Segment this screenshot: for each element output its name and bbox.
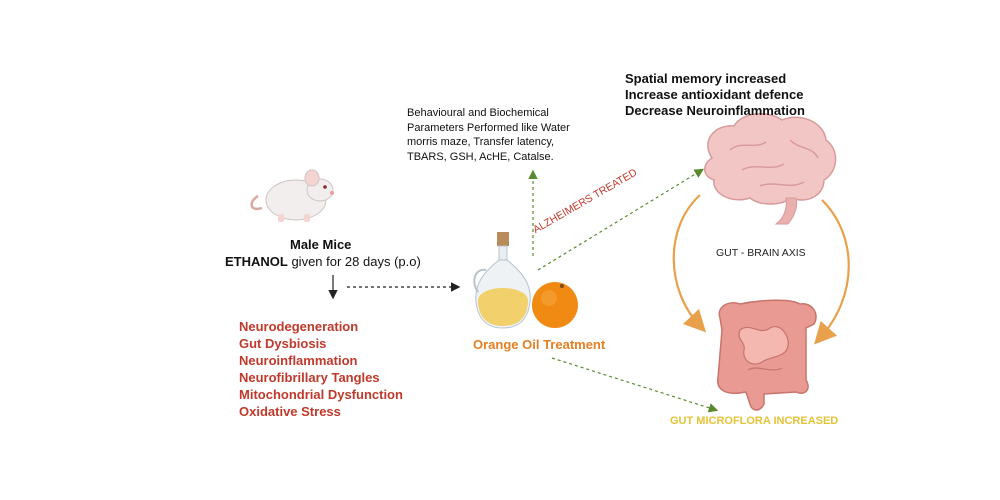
cycle-arrow-right [814,199,850,345]
outcome-item: Spatial memory increased [625,71,787,86]
parameters-line: TBARS, GSH, AcHE, Catalse. [407,150,554,163]
parameters-line: Behavioural and Biochemical [407,107,549,119]
parameters-line: Parameters Performed like Water [407,121,570,134]
gut-brain-axis-label: GUT - BRAIN AXIS [716,247,806,259]
parameters-line: morris maze, Transfer latency, [407,136,555,148]
outcome-item: Increase antioxidant defence [625,87,804,102]
parameters-text: Behavioural and Biochemical Parameters P… [407,106,607,164]
effect-item: Neurofibrillary Tangles [239,370,380,385]
outcomes-list: Spatial memory increased Increase antiox… [625,71,805,119]
effect-item: Oxidative Stress [239,404,341,419]
gut-icon [717,299,817,411]
ethanol-dosing-text: ETHANOL given for 28 days (p.o) [225,254,421,269]
cycle-arrow-left [672,194,707,333]
effect-item: Gut Dysbiosis [239,336,327,351]
oil-bottle-icon [473,232,531,329]
ethanol-effects-list: Neurodegeneration Gut Dysbiosis Neuroinf… [239,318,403,420]
effect-item: Mitochondrial Dysfunction [239,387,403,402]
ethanol-rest: given for 28 days (p.o) [287,254,421,269]
outcome-item: Decrease Neuroinflammation [625,103,805,118]
treatment-label: Orange Oil Treatment [473,337,606,352]
mouse-icon [250,169,334,222]
microflora-label: GUT MICROFLORA INCREASED [670,415,839,427]
effect-item: Neuroinflammation [239,353,358,368]
arrow-to-brain [537,168,705,271]
brain-icon [704,113,837,225]
ethanol-bold: ETHANOL [225,254,288,269]
arrow-to-gut [551,357,719,413]
effect-item: Neurodegeneration [239,319,359,334]
mouse-title: Male Mice [290,237,352,252]
orange-icon [532,282,578,328]
